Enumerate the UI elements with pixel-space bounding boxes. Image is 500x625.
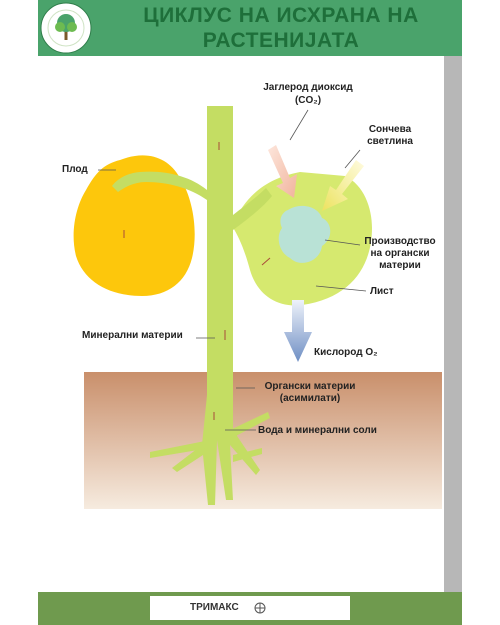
publisher-name: ТРИМАКС (190, 602, 239, 613)
label-co2: Јаглерод диоксид (263, 82, 353, 93)
label-oxygen: Кислород O₂ (314, 347, 378, 358)
label-leaf: Лист (370, 286, 394, 297)
header-band (38, 0, 462, 56)
label-co2-formula: (CO₂) (294, 95, 322, 106)
side-rail (444, 56, 462, 592)
label-production-3: материи (379, 260, 421, 271)
label-water: Вода и минерални соли (258, 425, 377, 436)
leader-lines (98, 109, 367, 431)
title-line-1: ЦИКЛУС НА ИСХРАНА НА (143, 4, 419, 27)
title-line-2: РАСТЕНИЈАТА (202, 29, 360, 52)
logo-icon (40, 2, 92, 54)
label-minerals: Минерални материи (82, 330, 183, 341)
label-production-1: Производство (364, 236, 436, 247)
plant-stem (112, 106, 272, 505)
footer-panel (150, 596, 350, 620)
organic-production-zone (278, 205, 331, 263)
flow-arrows (123, 142, 271, 420)
label-production-2: на органски (370, 248, 430, 259)
publisher-logo-icon (254, 602, 266, 614)
sunlight-arrow-icon (322, 160, 364, 211)
label-organic-1: Органски материи (264, 381, 356, 392)
label-sunlight-2: светлина (367, 136, 413, 147)
label-organic-2: (асимилати) (279, 393, 341, 404)
soil (84, 372, 442, 509)
oxygen-arrow-icon (284, 300, 312, 362)
label-sunlight-1: Сончева (368, 124, 412, 135)
co2-arrow-icon (268, 145, 297, 198)
label-fruit: Плод (62, 164, 88, 175)
fruit (73, 155, 195, 296)
